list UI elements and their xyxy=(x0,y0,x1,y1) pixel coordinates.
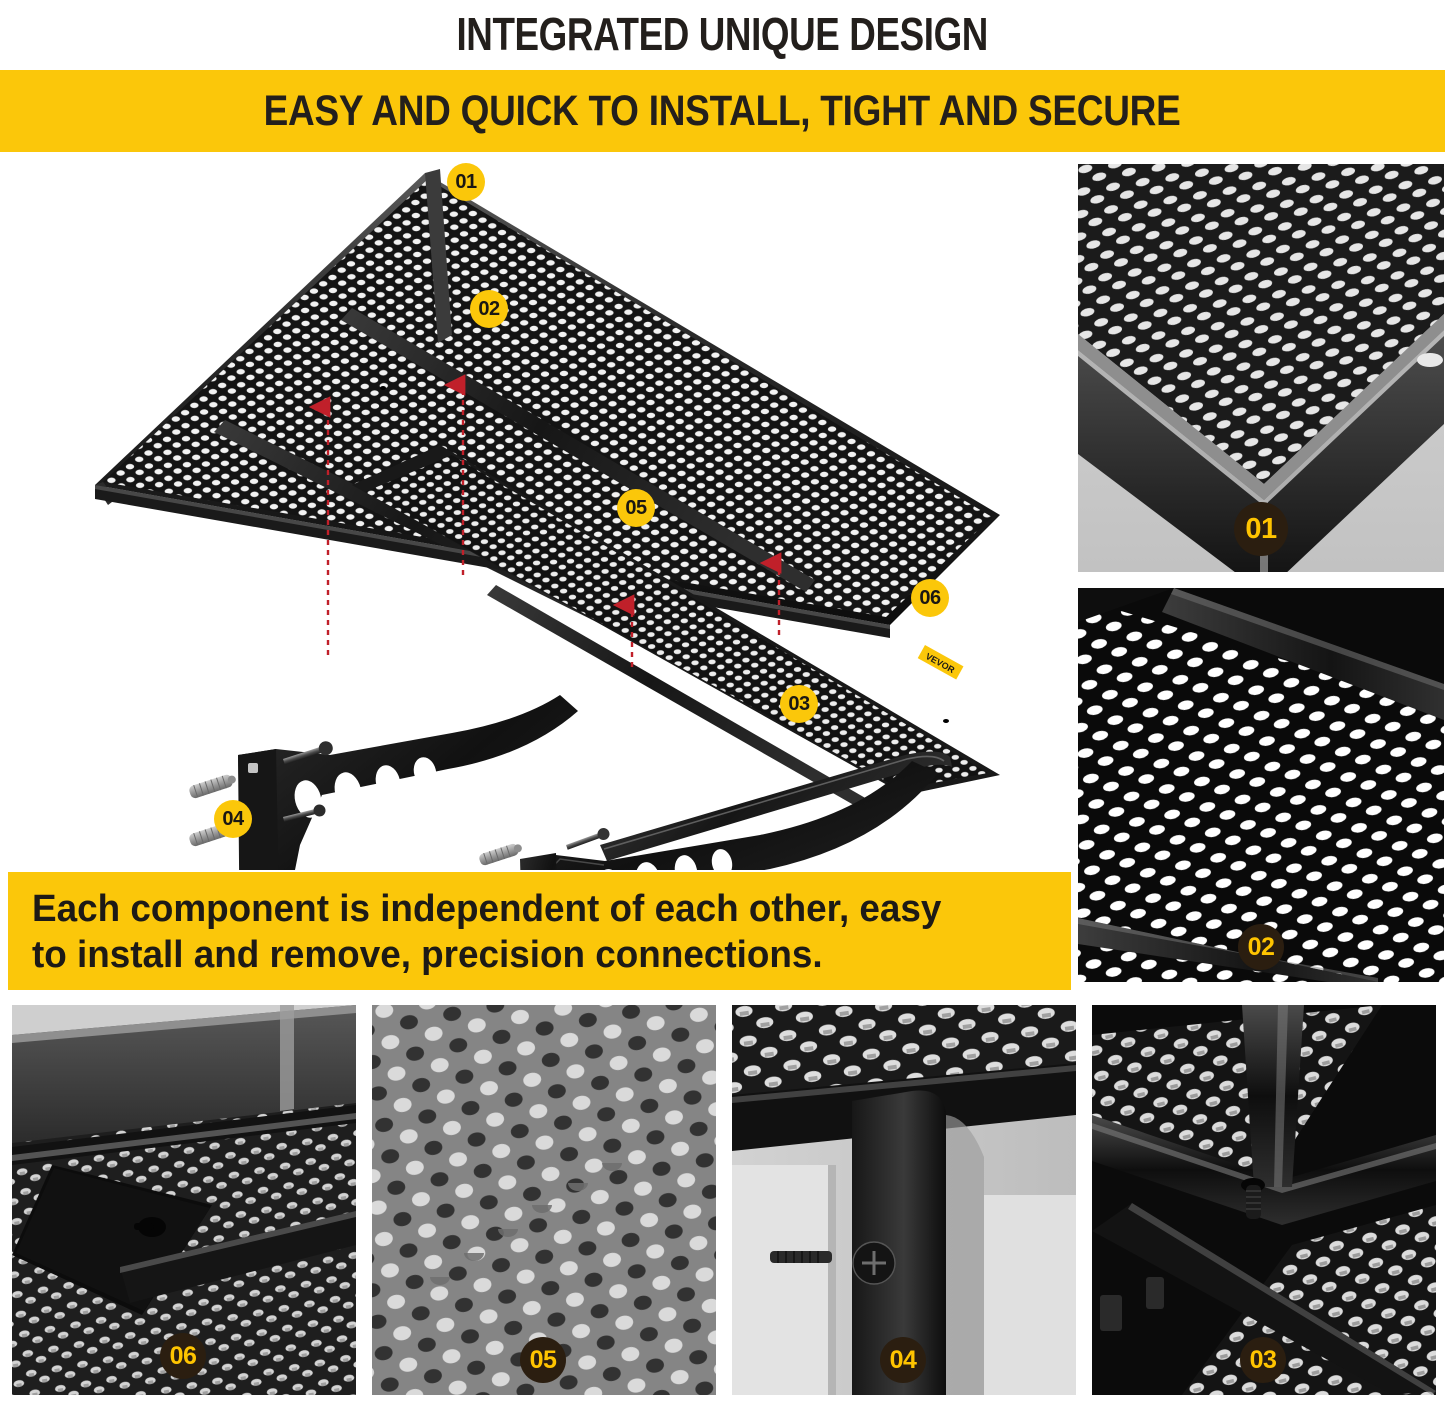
exploded-diagram: VEVOR 01 02 05 06 03 04 xyxy=(0,155,1070,870)
thumbnail-badge-03: 03 xyxy=(1240,1337,1286,1383)
callout-badge-06[interactable]: 06 xyxy=(911,579,949,617)
thumbnail-badge-02: 02 xyxy=(1238,924,1284,970)
thumbnail-01-image xyxy=(1078,164,1444,572)
thumbnail-badge-01: 01 xyxy=(1234,502,1288,556)
thumbnail-02[interactable]: 02 xyxy=(1078,588,1444,982)
brand-sticker: VEVOR xyxy=(917,645,964,680)
exploded-diagram-illustration: VEVOR xyxy=(95,169,1000,870)
feature-caption-line-2: to install and remove, precision connect… xyxy=(32,934,823,976)
thumbnail-badge-05: 05 xyxy=(520,1337,566,1383)
thumbnail-05-image xyxy=(372,1005,716,1395)
page-title: INTEGRATED UNIQUE DESIGN xyxy=(0,0,1445,68)
thumbnail-03-image xyxy=(1092,1005,1436,1395)
callout-badge-01[interactable]: 01 xyxy=(447,163,485,201)
thumbnail-06[interactable]: 06 xyxy=(12,1005,356,1395)
header-subtitle-text: EASY AND QUICK TO INSTALL, TIGHT AND SEC… xyxy=(264,86,1181,135)
thumbnail-06-image xyxy=(12,1005,356,1395)
feature-caption-line-1: Each component is independent of each ot… xyxy=(32,887,942,930)
callout-badge-02[interactable]: 02 xyxy=(470,290,508,328)
assembly-arrow xyxy=(308,374,782,667)
callout-badge-03[interactable]: 03 xyxy=(780,685,818,723)
header-subtitle-banner: EASY AND QUICK TO INSTALL, TIGHT AND SEC… xyxy=(0,70,1445,152)
thumbnail-02-image xyxy=(1078,588,1444,982)
thumbnail-badge-06: 06 xyxy=(160,1333,206,1379)
page-title-text: INTEGRATED UNIQUE DESIGN xyxy=(456,8,989,60)
thumbnail-04-image xyxy=(732,1005,1076,1395)
feature-caption-box: Each component is independent of each ot… xyxy=(8,872,1071,990)
thumbnail-01[interactable]: 01 xyxy=(1078,164,1444,572)
thumbnail-05[interactable]: 05 xyxy=(372,1005,716,1395)
thumbnail-badge-04: 04 xyxy=(880,1337,926,1383)
callout-badge-04[interactable]: 04 xyxy=(214,800,252,838)
thumbnail-03[interactable]: 03 xyxy=(1092,1005,1436,1395)
callout-badge-05[interactable]: 05 xyxy=(617,489,655,527)
thumbnail-04[interactable]: 04 xyxy=(732,1005,1076,1395)
